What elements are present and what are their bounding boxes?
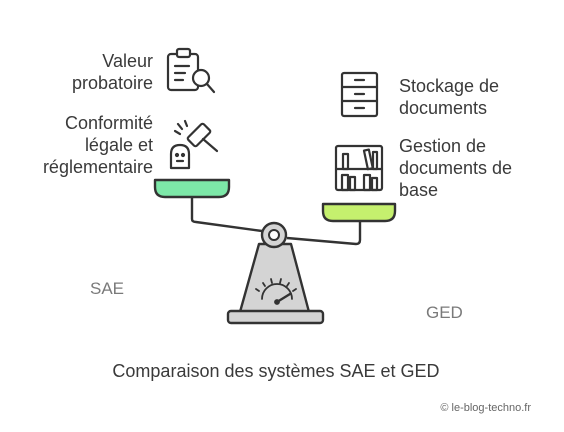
credit-text: © le-blog-techno.fr	[440, 402, 531, 414]
person-icon	[169, 143, 191, 170]
bookshelf-icon	[334, 144, 384, 192]
filing-cabinet-icon	[340, 71, 379, 118]
scale-beam	[190, 196, 362, 246]
clipboard-search-icon	[166, 47, 216, 94]
right-pan	[321, 202, 397, 223]
label-gestion-documents: Gestion de documents de base	[399, 136, 513, 200]
scale-pivot	[260, 221, 288, 249]
side-tag-sae: SAE	[90, 279, 125, 298]
gavel-icon	[173, 119, 219, 153]
side-tag-ged: GED	[426, 303, 463, 322]
diagram-caption: Comparaison des systèmes SAE et GED	[112, 361, 440, 381]
scale-foot	[226, 309, 325, 325]
gauge-icon	[255, 278, 297, 305]
label-stockage-documents: Stockage de documents	[399, 76, 500, 118]
label-valeur-probatoire: Valeur probatoire	[71, 51, 153, 93]
left-pan	[153, 178, 231, 199]
label-conformite: Conformité légale et réglementaire	[42, 113, 153, 177]
